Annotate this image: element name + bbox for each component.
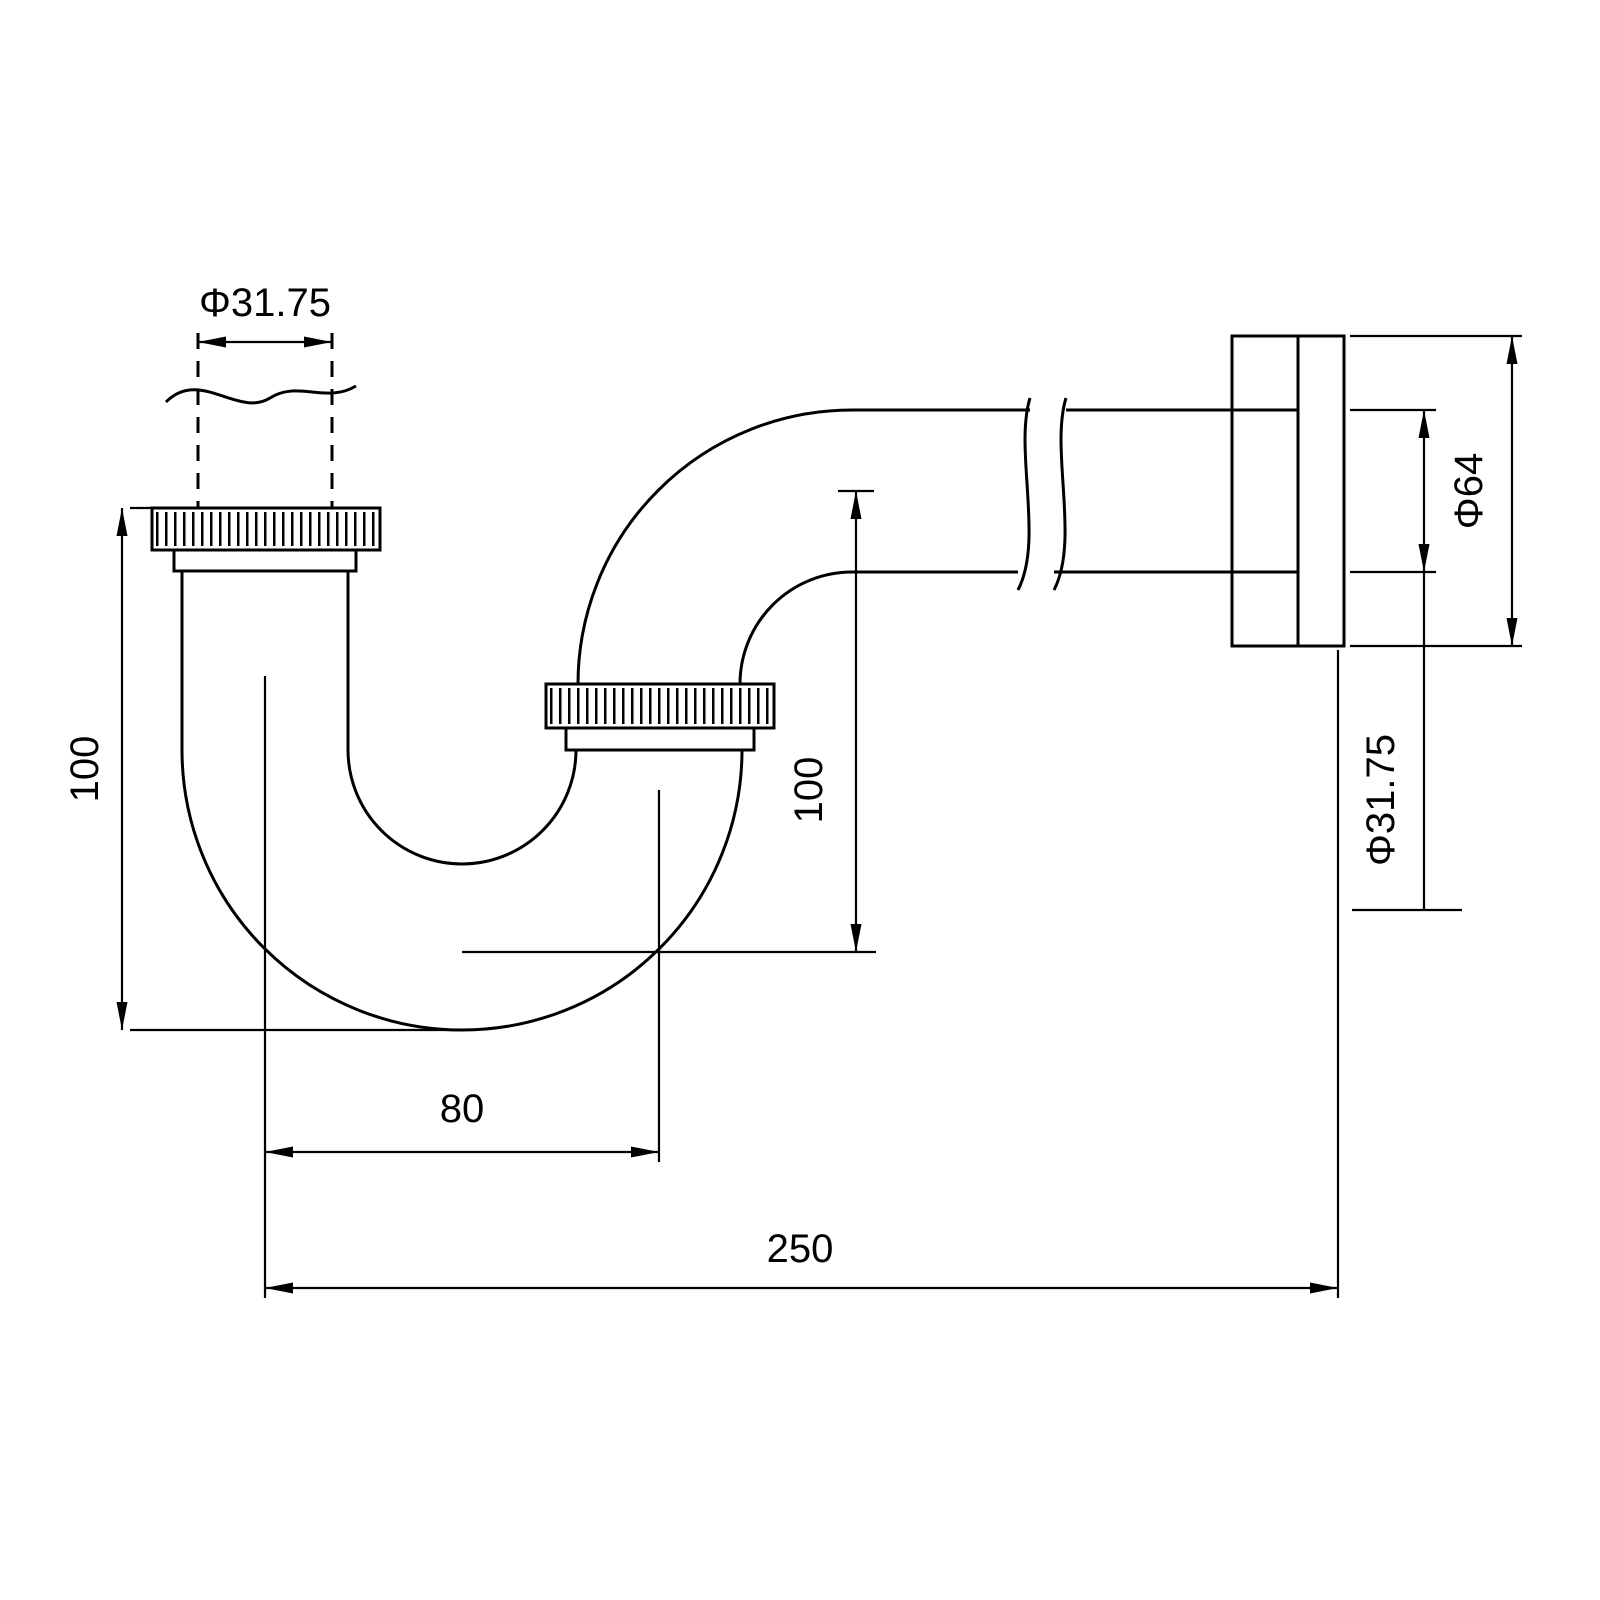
dimension-inlet-diameter: Φ31.75 (198, 281, 332, 348)
arrow-right-icon (304, 336, 332, 348)
arrow-up-icon (850, 491, 862, 519)
outlet-nut-collar (564, 726, 756, 752)
u-bend-inner-arc (346, 749, 578, 866)
dimension-left-height: 100 (63, 506, 466, 1032)
elbow-inner-arc (738, 570, 853, 685)
arrow-down-icon (850, 924, 862, 952)
arrow-right-icon (631, 1146, 659, 1158)
wall-flange (1230, 334, 1346, 648)
flange-diameter-label: Φ64 (1447, 453, 1491, 529)
right-height-label: 100 (787, 757, 831, 824)
arrow-left-icon (265, 1282, 293, 1294)
inlet-nut-collar (172, 548, 358, 573)
dimension-right-height: 100 (462, 489, 876, 954)
inlet-diameter-label: Φ31.75 (199, 281, 331, 325)
dimension-overall-width: 250 (265, 650, 1340, 1298)
elbow-outlet-pipe (576, 397, 1298, 685)
offset-label: 80 (440, 1087, 485, 1131)
arrow-down-icon (1418, 544, 1430, 572)
overall-width-label: 250 (767, 1227, 834, 1271)
dimension-offset: 80 (263, 676, 661, 1298)
outlet-diameter-label: Φ31.75 (1359, 734, 1403, 866)
arrow-down-icon (116, 1002, 128, 1030)
arrow-up-icon (1506, 336, 1518, 364)
inlet-pipe-break-line (164, 384, 357, 405)
outlet-pipe-break-line-left (1016, 397, 1032, 591)
arrow-up-icon (116, 508, 128, 536)
arrow-right-icon (1310, 1282, 1338, 1294)
outlet-pipe-break-line-right (1052, 397, 1068, 591)
outlet-slip-nut (544, 682, 776, 752)
inlet-slip-nut (150, 506, 382, 573)
left-height-label: 100 (63, 736, 107, 803)
arrow-up-icon (1418, 410, 1430, 438)
arrow-down-icon (1506, 618, 1518, 646)
dimension-outlet-diameter: Φ31.75 (1350, 408, 1462, 912)
arrow-left-icon (198, 336, 226, 348)
elbow-outer-arc (576, 408, 853, 685)
arrow-left-icon (265, 1146, 293, 1158)
wall-flange-body (1230, 334, 1346, 648)
dimension-flange-diameter: Φ64 (1350, 334, 1522, 648)
inlet-tailpiece-pipe (164, 333, 357, 508)
